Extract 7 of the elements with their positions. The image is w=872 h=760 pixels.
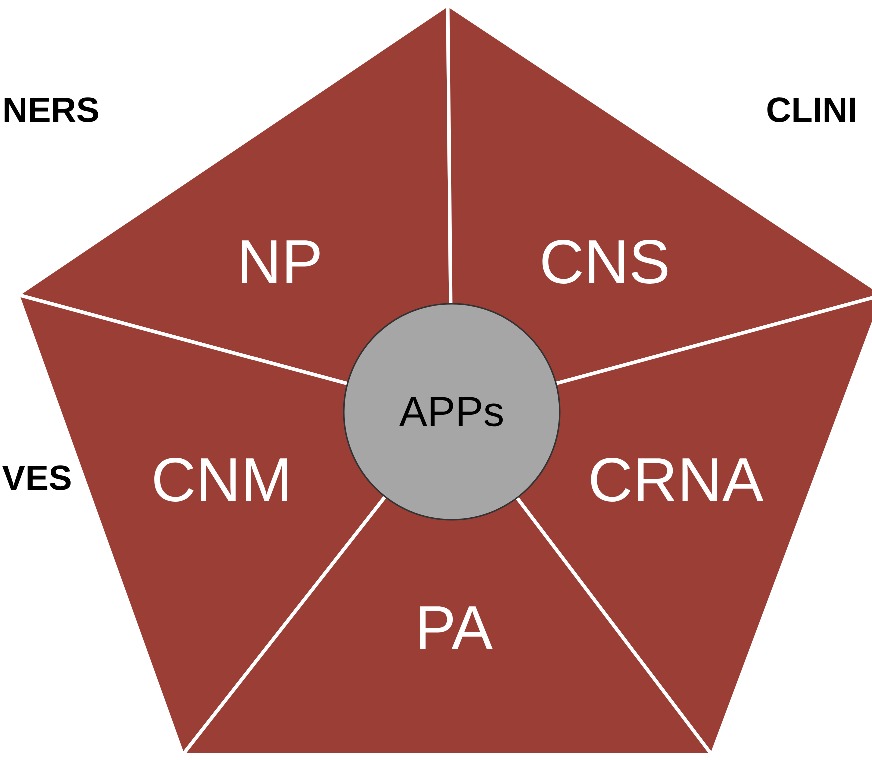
group-label: VES [2, 466, 71, 490]
node-label: CNM [154, 458, 288, 502]
node-label: PA [420, 606, 493, 650]
node-label: CNS [542, 240, 668, 284]
node-label: CRNA [591, 458, 764, 502]
group-label: CLINI [768, 98, 856, 122]
group-label: NERS [4, 98, 98, 122]
